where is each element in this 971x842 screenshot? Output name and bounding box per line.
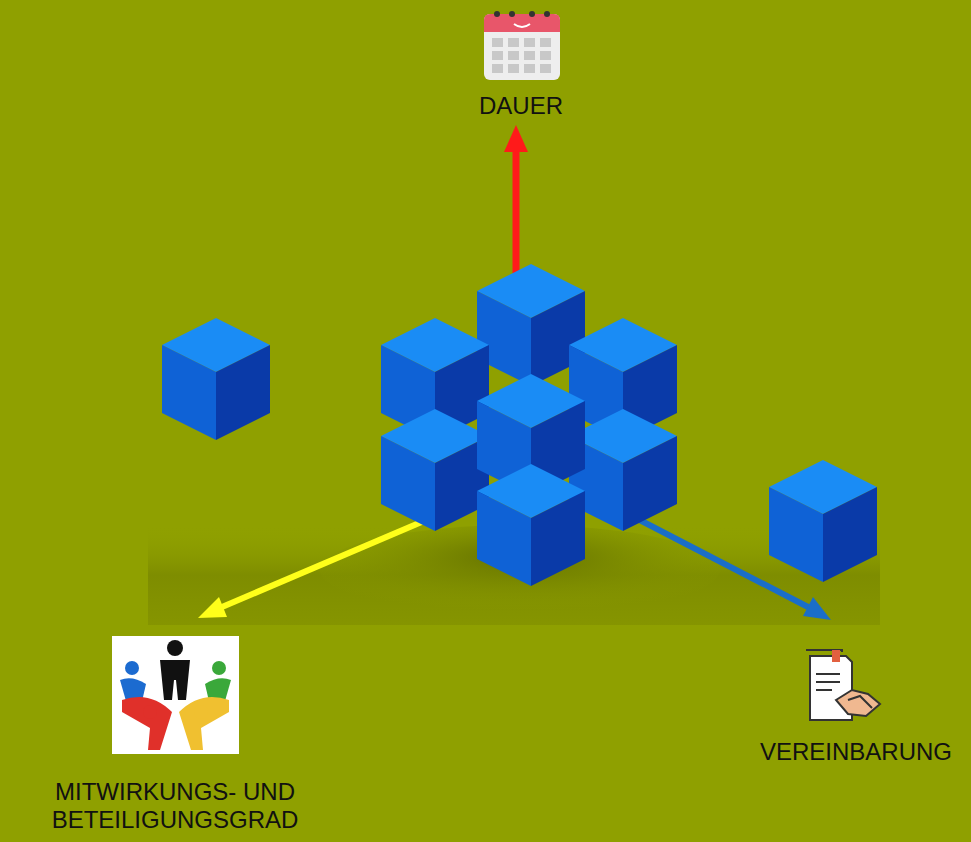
people-icon	[112, 636, 239, 754]
axis-line	[513, 150, 520, 290]
cube-face	[162, 345, 216, 440]
cube-face	[769, 487, 823, 582]
cube-face	[381, 436, 435, 531]
cube-face	[823, 487, 877, 582]
axis-line	[222, 512, 445, 607]
calendar-cell	[492, 38, 503, 47]
cube	[769, 460, 877, 582]
cube	[569, 409, 677, 531]
agreement-icon	[806, 650, 880, 720]
calendar-cell	[492, 64, 503, 73]
cube	[477, 464, 585, 586]
cube-face	[531, 491, 585, 586]
cube	[162, 318, 270, 440]
axis-label: DAUER	[421, 92, 621, 120]
arrow-head	[504, 125, 528, 152]
cube	[477, 264, 585, 386]
calendar-cell	[540, 64, 551, 73]
arrow-head	[803, 597, 831, 620]
calendar-cell	[508, 64, 519, 73]
calendar-cell	[508, 51, 519, 60]
calendar-cell	[524, 38, 535, 47]
calendar-cell	[508, 38, 519, 47]
calendar-icon	[484, 11, 560, 80]
cube-face	[623, 436, 677, 531]
axis-label: VEREINBARUNG	[746, 738, 966, 766]
calendar-cell	[540, 51, 551, 60]
calendar-cell	[492, 51, 503, 60]
cube-face	[216, 345, 270, 440]
arrow-head	[198, 597, 227, 618]
axis-label: MITWIRKUNGS- UND BETEILIGUNGSGRAD	[10, 778, 340, 834]
cube	[381, 409, 489, 531]
calendar-cell	[524, 51, 535, 60]
calendar-cell	[524, 64, 535, 73]
calendar-cell	[540, 38, 551, 47]
cube-face	[477, 491, 531, 586]
